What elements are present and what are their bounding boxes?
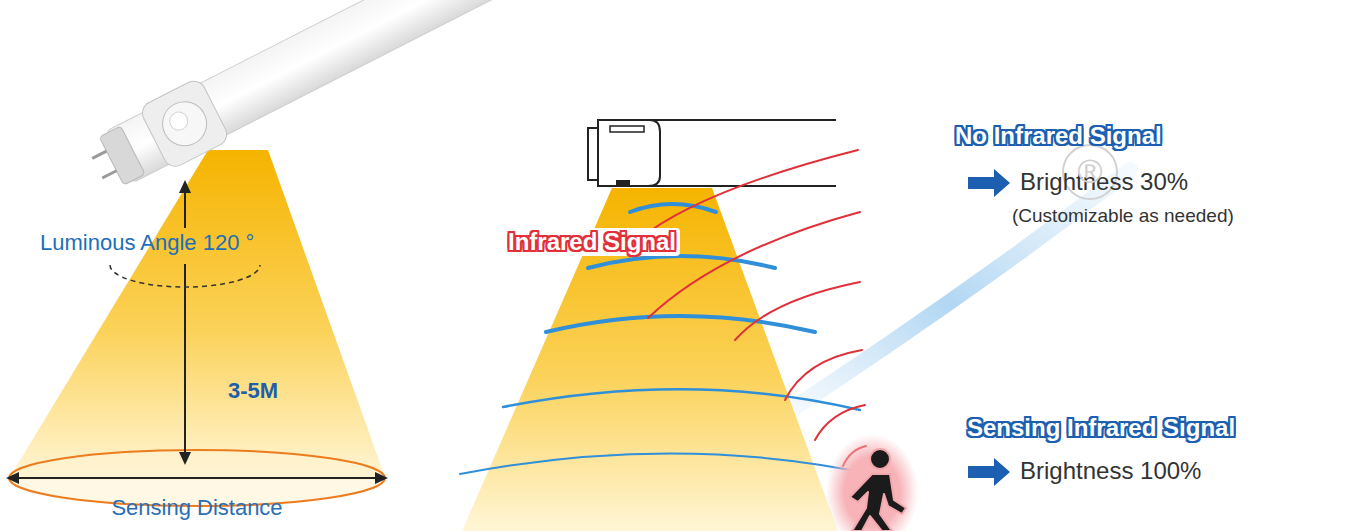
walking-person [826, 434, 918, 531]
sensing-distance-label: Sensing Distance [111, 495, 282, 520]
led-tube-outline [588, 120, 836, 187]
angle-label: Luminous Angle 120 ° [40, 230, 254, 255]
light-cone [462, 188, 838, 531]
infrared-waves [638, 150, 866, 466]
led-tube [81, 0, 508, 199]
sensing-signal-heading: Sensing Infrared Signal [967, 414, 1235, 442]
brightness-label: Brightness 30% [1020, 168, 1188, 196]
result-arrow [968, 169, 1010, 197]
watermark-mark: ® [1077, 152, 1102, 191]
infrared-signal-label: Infrared Signal [504, 228, 680, 256]
light-waves [460, 204, 880, 476]
brightness-label: Brightness 100% [1020, 457, 1201, 485]
no-signal-heading: No Infrared Signal [955, 122, 1162, 150]
light-cone [8, 150, 386, 480]
result-arrow [968, 458, 1010, 486]
height-dimension: 3-5M [228, 378, 278, 403]
note-label: (Customizable as needed) [1012, 205, 1234, 227]
